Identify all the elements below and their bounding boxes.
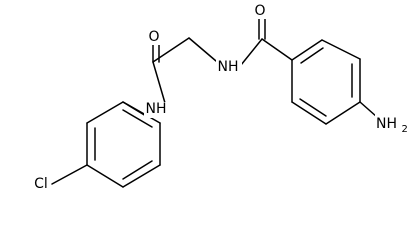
atom-nh2-subscript: 2	[401, 124, 407, 135]
bond-c1-n1	[152, 61, 166, 104]
bond-ring1-b	[321, 39, 361, 60]
atom-chlorine: Cl	[34, 176, 48, 192]
bond-ch2-n2	[188, 37, 217, 62]
bond-ring1-d	[325, 101, 361, 125]
bond-ring1-nh2	[359, 101, 378, 118]
atom-oxygen-left: O	[148, 29, 159, 45]
bond-lines	[51, 17, 378, 188]
bond-ring2-d	[122, 164, 161, 188]
atom-nh-middle: NH	[218, 59, 239, 75]
bond-ring2-inner-3	[122, 109, 153, 128]
atom-nh2-main: NH	[376, 116, 397, 132]
bond-ring1-inner-3	[299, 98, 327, 117]
bond-n2-c2	[240, 38, 263, 66]
bond-c2-ring	[261, 38, 293, 61]
bond-ring2-inner-2	[122, 160, 153, 180]
atom-oxygen-right: O	[254, 3, 265, 19]
atom-nh2-label: NH 2	[376, 116, 408, 135]
atom-labels: O O NH NH NH 2 Cl	[31, 3, 408, 192]
bond-ring1-inner-1	[300, 47, 324, 64]
bond-ring2-f	[122, 101, 161, 124]
bond-ring1-a	[291, 39, 323, 61]
atom-nh-left: NH	[146, 101, 167, 117]
bond-c1-ch2	[152, 37, 190, 63]
bond-ring2-a	[86, 101, 124, 124]
molecule-diagram: O O NH NH NH 2 Cl	[31, 3, 408, 192]
bond-ring2-c	[86, 164, 124, 188]
bond-ring2-cl	[51, 164, 88, 185]
bond-ring1-e	[291, 101, 327, 125]
